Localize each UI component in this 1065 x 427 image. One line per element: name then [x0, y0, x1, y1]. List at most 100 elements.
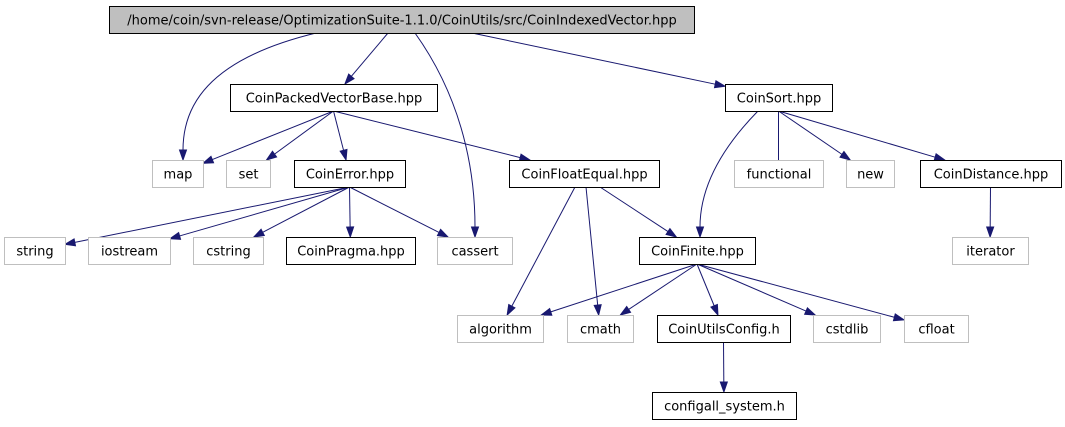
- node-label: CoinUtilsConfig.h: [668, 323, 780, 338]
- node-label: algorithm: [469, 323, 532, 338]
- node-box: [639, 237, 756, 265]
- node-label: new: [857, 168, 884, 183]
- node-box: [4, 237, 66, 265]
- edge-cpvb-to-map: [201, 110, 334, 164]
- edge-line: [778, 110, 936, 158]
- node-label: CoinPragma.hpp: [297, 245, 405, 260]
- node-cfe[interactable]: CoinFloatEqual.hpp: [509, 160, 660, 188]
- edge-line: [74, 186, 350, 243]
- node-label: set: [239, 168, 259, 183]
- edge-line: [471, 32, 716, 85]
- arrowhead-icon: [985, 226, 995, 239]
- arrowhead-icon: [593, 304, 602, 317]
- node-label: CoinFloatEqual.hpp: [521, 168, 647, 183]
- node-label: configall_system.h: [664, 400, 785, 415]
- node-box: [567, 315, 634, 343]
- arrowhead-icon: [339, 148, 348, 162]
- node-cuc[interactable]: CoinUtilsConfig.h: [657, 315, 791, 343]
- node-cstdlib: cstdlib: [813, 315, 881, 343]
- arrowhead-icon: [713, 79, 727, 89]
- node-label: CoinSort.hpp: [737, 92, 821, 107]
- node-label: cstdlib: [826, 323, 869, 338]
- edge-cfin-to-cuc: [696, 263, 719, 317]
- edge-root-to-cassert: [414, 32, 480, 239]
- node-label: iterator: [966, 245, 1015, 260]
- nodes-layer: /home/coin/svn-release/OptimizationSuite…: [4, 6, 1062, 420]
- node-cfloat: cfloat: [904, 315, 969, 343]
- node-iostream: iostream: [88, 237, 171, 265]
- node-box: [920, 160, 1062, 188]
- node-cdist[interactable]: CoinDistance.hpp: [920, 160, 1062, 188]
- node-box: [286, 237, 416, 265]
- edge-root-to-cpvb: [343, 32, 389, 86]
- edge-line: [333, 110, 345, 151]
- arrowhead-icon: [665, 227, 678, 238]
- arrowhead-icon: [343, 73, 355, 86]
- edge-cdist-to-iter: [985, 186, 995, 239]
- node-root[interactable]: /home/coin/svn-release/OptimizationSuite…: [109, 6, 695, 34]
- node-csort[interactable]: CoinSort.hpp: [725, 84, 833, 112]
- edge-cfe-to-cmath: [585, 186, 602, 317]
- node-box: [846, 160, 895, 188]
- edge-cerr-to-cprag: [345, 186, 355, 239]
- arrowhead-icon: [63, 238, 77, 247]
- arrowhead-icon: [518, 153, 532, 162]
- node-cerr[interactable]: CoinError.hpp: [294, 160, 406, 188]
- edge-root-to-csort: [471, 32, 727, 89]
- node-box: [226, 160, 271, 188]
- node-label: map: [164, 168, 193, 183]
- arrowhead-icon: [803, 306, 817, 316]
- edge-line: [511, 186, 576, 307]
- arrowhead-icon: [168, 231, 182, 240]
- node-cpvb[interactable]: CoinPackedVectorBase.hpp: [230, 84, 438, 112]
- node-label: cstring: [206, 245, 250, 260]
- node-label: CoinFinite.hpp: [651, 245, 744, 260]
- edge-cuc-to-cfgsys: [719, 341, 729, 394]
- node-cfgsys[interactable]: configall_system.h: [652, 392, 797, 420]
- edge-root-to-map: [178, 32, 317, 162]
- arrowhead-icon: [719, 381, 729, 394]
- edge-csort-to-new: [778, 110, 852, 161]
- node-box: [437, 237, 513, 265]
- edge-csort-to-cdist: [778, 110, 947, 162]
- edge-line: [262, 186, 350, 233]
- node-cstring: cstring: [193, 237, 264, 265]
- node-algo: algorithm: [457, 315, 544, 343]
- node-set: set: [226, 160, 271, 188]
- node-map: map: [152, 160, 204, 188]
- arrowhead-icon: [345, 226, 355, 239]
- node-new: new: [846, 160, 895, 188]
- edge-line: [699, 110, 759, 228]
- edge-csort-to-cfin: [695, 110, 759, 239]
- arrowhead-icon: [710, 303, 719, 317]
- node-func: functional: [734, 160, 824, 188]
- edge-line: [585, 186, 599, 306]
- edge-line: [550, 263, 698, 313]
- edge-line: [778, 110, 843, 155]
- edge-cerr-to-iostream: [168, 186, 350, 240]
- node-cmath: cmath: [567, 315, 634, 343]
- edge-cfe-to-cfin: [599, 186, 678, 238]
- node-label: cassert: [451, 245, 498, 260]
- arrowhead-icon: [539, 307, 553, 316]
- arrowhead-icon: [252, 228, 266, 238]
- node-cfin[interactable]: CoinFinite.hpp: [639, 237, 756, 265]
- arrowhead-icon: [892, 313, 906, 322]
- node-label: iostream: [101, 245, 158, 260]
- node-label: CoinPackedVectorBase.hpp: [246, 92, 423, 107]
- node-iter: iterator: [952, 237, 1029, 265]
- node-box: [230, 84, 438, 112]
- edge-cpvb-to-cfe: [333, 110, 532, 162]
- node-cprag[interactable]: CoinPragma.hpp: [286, 237, 416, 265]
- edge-line: [179, 186, 350, 237]
- edge-line: [350, 32, 389, 77]
- arrowhead-icon: [506, 303, 516, 317]
- arrowhead-icon: [933, 152, 947, 162]
- edge-line: [333, 110, 521, 159]
- edge-line: [349, 186, 351, 228]
- arrowhead-icon: [695, 226, 705, 239]
- node-label: functional: [747, 168, 812, 183]
- edge-cerr-to-cassert: [349, 186, 450, 238]
- edge-cfin-to-cstdlib: [696, 263, 817, 316]
